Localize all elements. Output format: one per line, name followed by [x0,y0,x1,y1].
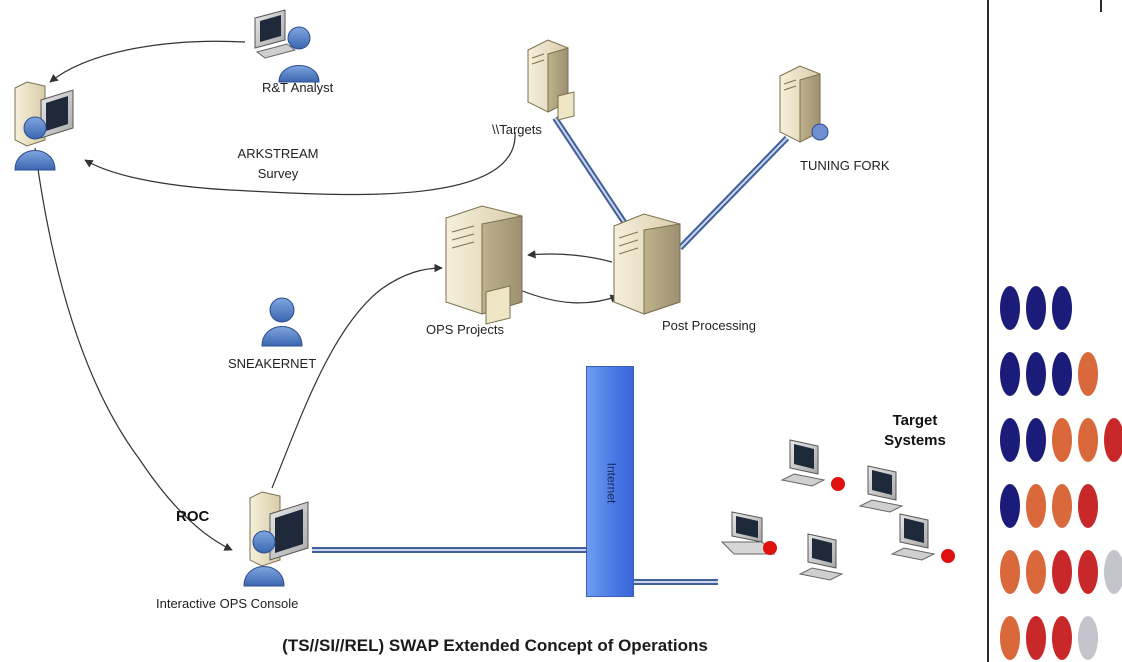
arrow-sneakernet [271,263,443,489]
arkstream-label-line1: ARKSTREAM [237,146,319,161]
decorative-dot [1026,550,1046,594]
link-tuningfork-postprocessing [677,135,790,251]
decorative-dot [1078,352,1098,396]
analyst-workstation-icon [14,81,74,171]
arkstream-label-line2: Survey [257,166,299,181]
arrow-ops-to-postprocessing [519,289,619,304]
link-targets-postprocessing [552,116,639,242]
decorative-dot [1052,352,1072,396]
decorative-dot [1026,484,1046,528]
target-computer-icon-3 [798,533,844,581]
target-systems-label-line2: Systems [884,432,946,449]
decorative-dot [1078,550,1098,594]
decorative-dot [1000,484,1020,528]
decorative-dot [1000,352,1020,396]
target-computer-icon-1 [780,439,845,491]
decorative-dot [1104,418,1122,462]
decorative-dot [1104,550,1122,594]
post-processing-label: Post Processing [662,318,756,333]
tuning-fork-label: TUNING FORK [800,158,890,173]
decorative-dot [1000,616,1020,660]
decorative-dot [1052,286,1072,330]
rt-analyst-label: R&T Analyst [262,80,334,95]
interactive-ops-console-icon [243,491,309,587]
arrow-arkstream-survey [84,131,516,196]
tuning-fork-server-icon [779,65,829,143]
decorative-dot [1078,484,1098,528]
ops-projects-label: OPS Projects [426,322,505,337]
decorative-dot [1078,418,1098,462]
roc-label: ROC [176,508,210,525]
target-computer-icon-2 [858,465,904,513]
target-computer-icon-4 [890,513,955,563]
panel-tick-mark [1100,0,1102,12]
internet-cloud-bar: Internet [586,366,634,597]
decorative-dot [1052,550,1072,594]
targets-label: \\Targets [492,122,542,137]
decorative-dot [1000,418,1020,462]
diagram-caption: (TS//SI//REL) SWAP Extended Concept of O… [282,636,708,655]
sneakernet-person-icon [261,297,303,347]
decorative-dot [1000,286,1020,330]
decorative-dot [1026,616,1046,660]
arrow-postprocessing-to-ops [527,250,613,263]
interactive-ops-console-label: Interactive OPS Console [156,596,299,611]
decorative-dot [1052,616,1072,660]
sneakernet-label: SNEAKERNET [228,356,317,371]
post-processing-server-icon [613,213,681,315]
decorative-dot [1052,418,1072,462]
internet-label: Internet [603,462,618,503]
decorative-dot [1026,286,1046,330]
decorative-dot-grid [990,286,1122,662]
rt-analyst-computer-icon [254,9,320,83]
targets-server-icon [527,39,575,121]
panel-divider-vertical [987,0,989,662]
decorative-dot [1026,352,1046,396]
arrow-roc [34,147,233,551]
target-laptop-icon [720,511,777,555]
decorative-dot [1078,616,1098,660]
decorative-dot [1000,550,1020,594]
target-systems-label-line1: Target [892,412,938,429]
arrow-analyst-to-workstation [49,40,246,83]
decorative-dot [1052,484,1072,528]
ops-projects-server-icon [445,205,523,325]
decorative-dot [1026,418,1046,462]
